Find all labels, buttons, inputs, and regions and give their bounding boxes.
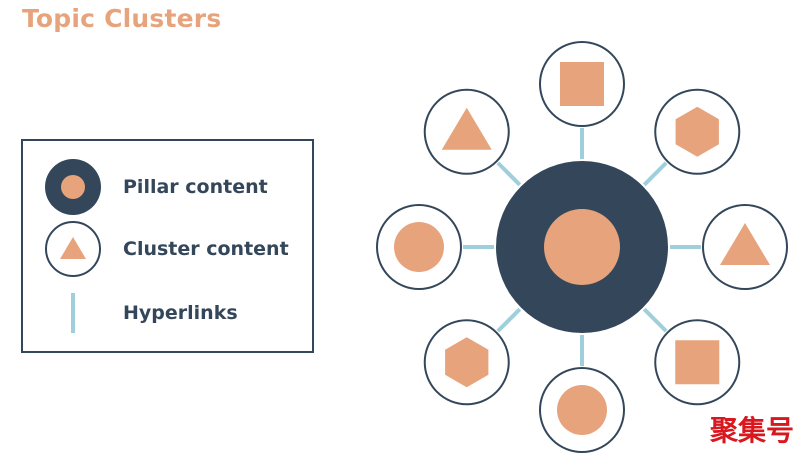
- legend-item-hyperlinks: Hyperlinks: [23, 283, 312, 343]
- legend-box: Pillar content Cluster content Hyperlink…: [21, 139, 314, 353]
- cluster-icon: [45, 221, 101, 277]
- legend-label: Hyperlinks: [123, 302, 238, 324]
- hexagon-icon: [675, 106, 719, 157]
- pillar-icon: [45, 159, 101, 215]
- hyperlink-line: [642, 307, 668, 333]
- hyperlink-line: [642, 161, 668, 187]
- triangle-icon: [441, 107, 492, 150]
- square-icon: [560, 62, 604, 106]
- legend-item-cluster: Cluster content: [23, 219, 312, 279]
- legend-label: Pillar content: [123, 176, 268, 198]
- pillar-circle-icon: [544, 209, 620, 285]
- watermark-logo: 聚集号: [709, 414, 794, 447]
- hexagon-icon: [445, 337, 489, 388]
- hyperlink-line: [496, 161, 522, 187]
- circle-icon: [394, 222, 444, 272]
- circle-icon: [557, 385, 607, 435]
- hyperlink-line: [496, 307, 522, 333]
- triangle-icon: [720, 223, 770, 265]
- legend-label: Cluster content: [123, 238, 289, 260]
- hyperlink-icon: [71, 293, 75, 333]
- square-icon: [675, 340, 720, 385]
- page-title: Topic Clusters: [22, 4, 222, 33]
- legend-item-pillar: Pillar content: [23, 157, 312, 217]
